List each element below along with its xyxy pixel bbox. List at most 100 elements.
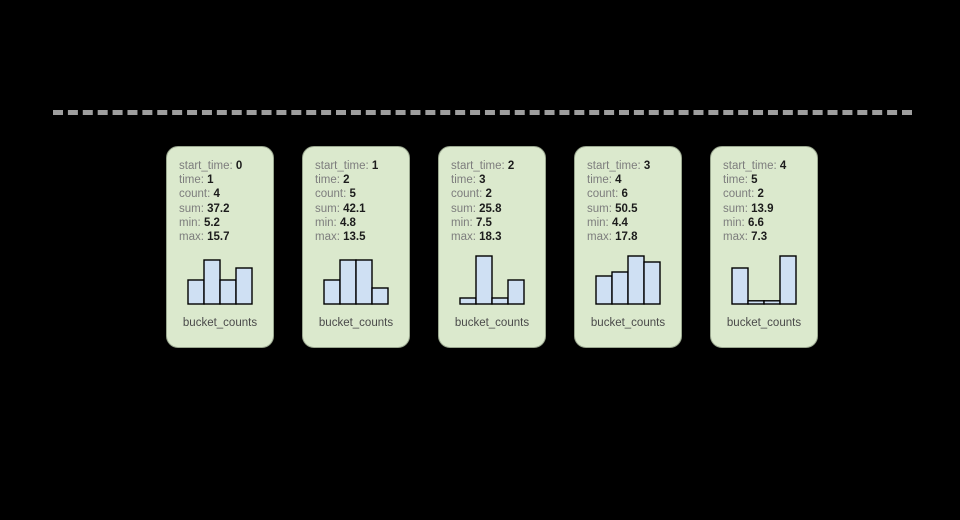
field-value: 18.3 [479, 231, 502, 244]
field-label: time: [723, 174, 748, 187]
bucket-counts-caption: bucket_counts [182, 317, 258, 329]
bucket-field-count: count: 5 [315, 187, 409, 201]
bucket-field-sum: sum: 37.2 [179, 202, 273, 216]
field-value: 2 [507, 160, 515, 172]
field-label: start_time: [315, 160, 369, 172]
field-value: 3 [643, 160, 651, 172]
bucket-field-sum: sum: 42.1 [315, 202, 409, 216]
field-value: 2 [485, 188, 492, 201]
field-label: min: [179, 216, 201, 229]
field-value: 4.4 [611, 216, 628, 229]
bucket-field-max: max: 15.7 [179, 230, 273, 244]
bucket-counts-caption: bucket_counts [454, 317, 530, 329]
field-label: sum: [179, 202, 204, 215]
field-label: sum: [723, 202, 748, 215]
field-value: 2 [343, 174, 350, 187]
bucket-field-min: min: 6.6 [723, 216, 817, 230]
histogram-bar [371, 287, 389, 305]
field-label: time: [179, 174, 204, 187]
field-label: sum: [587, 202, 612, 215]
bucket-field-sum: sum: 50.5 [587, 202, 681, 216]
histogram-bar [611, 271, 629, 305]
histogram-bar [475, 255, 493, 305]
histogram-bar [235, 267, 253, 305]
field-value: 50.5 [615, 202, 638, 215]
field-label: count: [587, 188, 619, 201]
bucket-field-count: count: 4 [179, 187, 273, 201]
field-label: count: [451, 188, 483, 201]
histogram-bar [507, 279, 525, 305]
histogram-bar [779, 255, 797, 305]
bucket-field-min: min: 4.4 [587, 216, 681, 230]
field-label: time: [315, 174, 340, 187]
histogram-bar [627, 255, 645, 305]
field-value: 7.5 [475, 216, 492, 229]
bucket-field-sum: sum: 13.9 [723, 202, 817, 216]
field-value: 37.2 [207, 202, 230, 215]
field-value: 4 [213, 188, 220, 201]
field-label: start_time: [179, 160, 233, 172]
field-value: 4.8 [339, 216, 356, 229]
field-value: 42.1 [343, 202, 366, 215]
histogram-bar [339, 259, 357, 305]
histogram-bar [323, 279, 341, 305]
bucket-field-start-time: start_time: 3 [587, 159, 681, 173]
field-label: max: [315, 231, 340, 244]
field-value: 6 [621, 188, 628, 201]
field-label: min: [315, 216, 337, 229]
bucket-field-time: time: 5 [723, 173, 817, 187]
field-label: time: [451, 174, 476, 187]
bucket-field-min: min: 7.5 [451, 216, 545, 230]
field-label: count: [315, 188, 347, 201]
bucket-field-max: max: 18.3 [451, 230, 545, 244]
field-label: start_time: [587, 160, 641, 172]
bucket-field-min: min: 5.2 [179, 216, 273, 230]
field-label: start_time: [451, 160, 505, 172]
histogram-bar [763, 300, 781, 305]
field-label: sum: [451, 202, 476, 215]
field-value: 13.5 [343, 231, 366, 244]
bucket-counts-histogram [711, 255, 817, 307]
field-value: 6.6 [747, 216, 764, 229]
bucket-counts-caption: bucket_counts [590, 317, 666, 329]
field-value: 2 [757, 188, 764, 201]
bucket-field-sum: sum: 25.8 [451, 202, 545, 216]
bucket-counts-caption: bucket_counts [726, 317, 802, 329]
bucket-field-time: time: 4 [587, 173, 681, 187]
field-value: 5 [751, 174, 758, 187]
field-value: 17.8 [615, 231, 638, 244]
histogram-bar [219, 279, 237, 305]
bucket-field-min: min: 4.8 [315, 216, 409, 230]
histogram-bar [491, 297, 509, 305]
bucket-field-max: max: 13.5 [315, 230, 409, 244]
bucket-counts-histogram [439, 255, 545, 307]
bucket-field-count: count: 2 [723, 187, 817, 201]
field-label: count: [179, 188, 211, 201]
bucket-field-time: time: 2 [315, 173, 409, 187]
field-label: min: [451, 216, 473, 229]
field-value: 3 [479, 174, 486, 187]
bucket-counts-histogram [575, 255, 681, 307]
field-label: min: [723, 216, 745, 229]
bucket-field-count: count: 2 [451, 187, 545, 201]
bucket-field-count: count: 6 [587, 187, 681, 201]
bucket-counts-histogram [303, 255, 409, 307]
field-label: max: [587, 231, 612, 244]
field-value: 7.3 [751, 231, 768, 244]
bucket-field-start-time: start_time: 2 [451, 159, 545, 173]
field-value: 15.7 [207, 231, 230, 244]
bucket-field-start-time: start_time: 0 [179, 159, 273, 173]
histogram-bar [595, 275, 613, 305]
histogram-bar [355, 259, 373, 305]
